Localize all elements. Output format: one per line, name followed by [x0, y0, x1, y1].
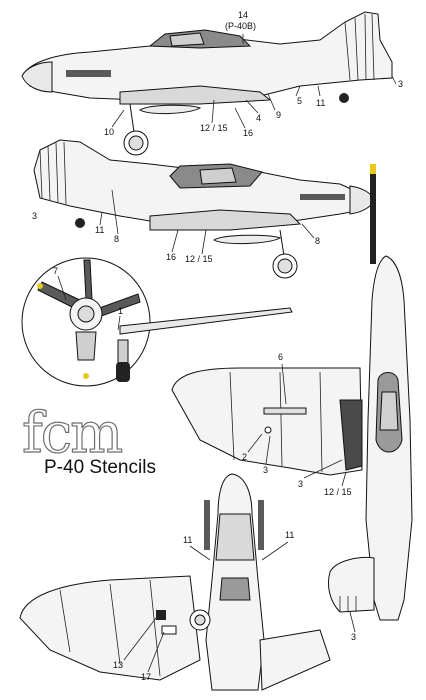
propeller-blade	[370, 168, 376, 264]
callout-14: 14	[238, 10, 248, 20]
callout-8c: 8	[315, 236, 320, 246]
callout-16: 16	[243, 128, 253, 138]
callout-12-15c: 12 / 15	[324, 487, 352, 497]
subtitle-p40-stencils: P-40 Stencils	[44, 457, 156, 478]
brand-fcm: fcm	[22, 401, 122, 466]
callout-3e: 3	[351, 632, 356, 642]
exhaust-stacks-2	[300, 194, 345, 200]
tail-wheel-2	[75, 218, 85, 228]
second-profile-view: 3 11 8 16 12 / 15 8	[32, 139, 376, 279]
top-plan-view: 6 2 3 3 12 / 15 3	[171, 255, 413, 642]
callout-12-15b: 12 / 15	[185, 254, 213, 264]
callout-11: 11	[316, 98, 325, 108]
callout-7: 7	[53, 266, 58, 276]
callout-13: 13	[113, 660, 123, 670]
front-detail-view: 7 1	[21, 257, 293, 387]
callout-3: 3	[398, 79, 403, 89]
callout-17: 17	[141, 672, 151, 682]
callout-11b: 11	[95, 225, 104, 235]
callout-10: 10	[104, 127, 114, 137]
gear-wheel-front	[116, 362, 130, 382]
callout-4: 4	[256, 113, 261, 123]
callout-8b: 8	[114, 234, 119, 244]
callout-9: 9	[276, 110, 281, 120]
callout-3c: 3	[263, 465, 268, 475]
callout-1: 1	[118, 306, 123, 316]
tail-wheel	[339, 93, 349, 103]
callout-6: 6	[278, 352, 283, 362]
callout-11d: 11	[285, 530, 294, 540]
callout-11c: 11	[183, 535, 192, 545]
brand-logo: fcm P-40 Stencils	[21, 400, 156, 478]
callout-3d: 3	[298, 479, 303, 489]
callout-p40b: (P-40B)	[225, 21, 256, 31]
callout-5: 5	[297, 96, 302, 106]
callout-2: 2	[242, 452, 247, 462]
top-profile-view: 14 (P-40B) 3 5 11 9 4 16 12 / 15 10	[21, 10, 403, 156]
bottom-plan-view: 11 11 13 17	[19, 473, 331, 691]
callout-3b: 3	[32, 211, 37, 221]
callout-16b: 16	[166, 252, 176, 262]
callout-12-15: 12 / 15	[200, 123, 228, 133]
exhaust-stacks	[66, 70, 111, 77]
